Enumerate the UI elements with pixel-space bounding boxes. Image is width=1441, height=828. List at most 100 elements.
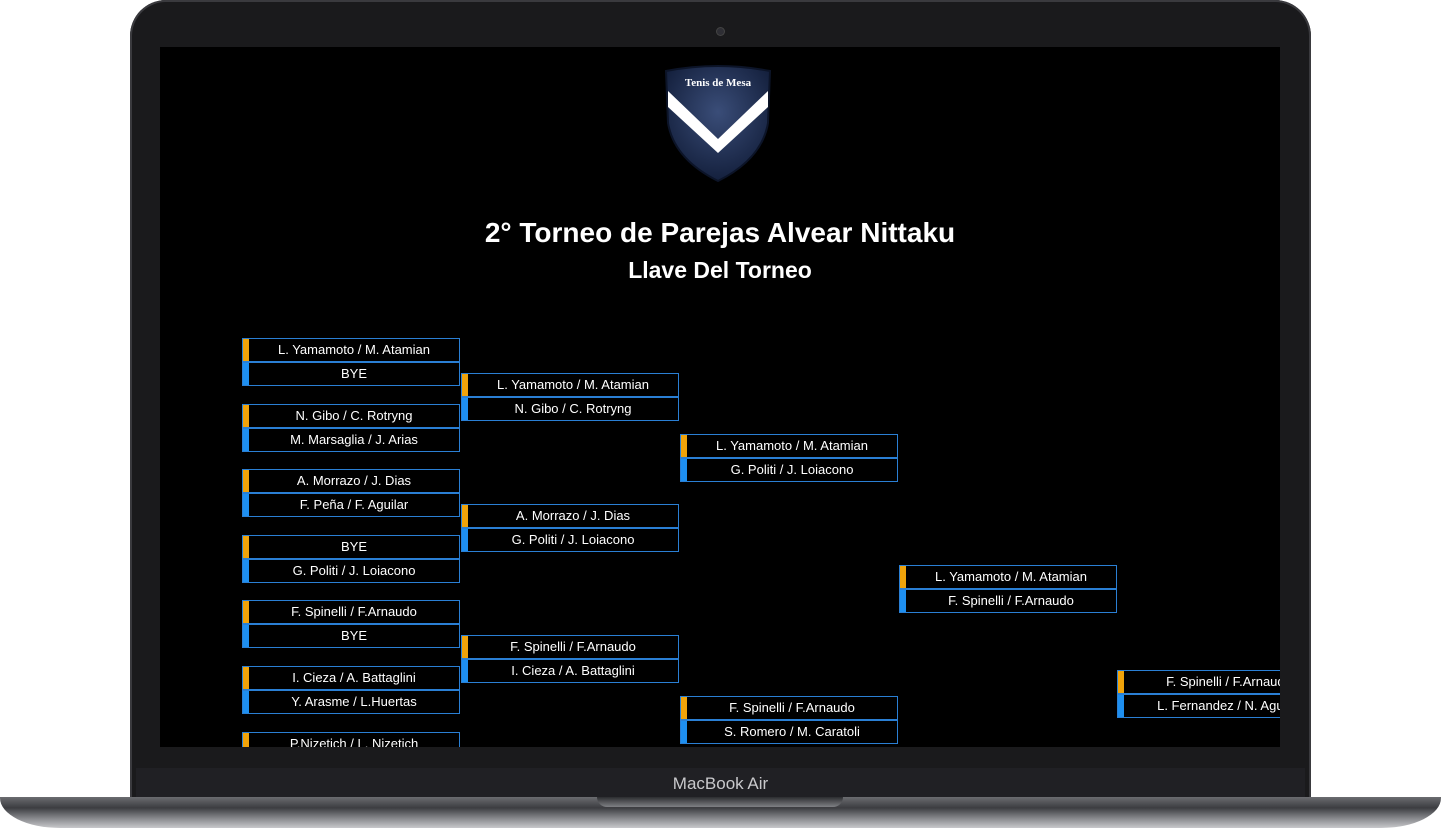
team-slot[interactable]: Y. Arasme / L.Huertas	[242, 690, 460, 714]
match-r1-6[interactable]: I. Cieza / A. Battaglini Y. Arasme / L.H…	[242, 666, 460, 714]
team-slot[interactable]: F. Spinelli / F.Arnaudo	[242, 600, 460, 624]
seed-marker	[243, 625, 249, 647]
match-r2-1[interactable]: L. Yamamoto / M. Atamian N. Gibo / C. Ro…	[461, 373, 679, 421]
seed-marker	[1118, 671, 1124, 693]
team-name: G. Politi / J. Loiacono	[511, 532, 635, 547]
team-name: I. Cieza / A. Battaglini	[292, 670, 416, 685]
team-slot[interactable]: F. Spinelli / F.Arnaudo	[1117, 670, 1280, 694]
laptop-notch	[597, 797, 843, 807]
seed-marker	[243, 363, 249, 385]
seed-marker	[681, 721, 687, 743]
team-name: L. Yamamoto / M. Atamian	[497, 377, 649, 392]
team-slot[interactable]: S. Romero / M. Caratoli	[680, 720, 898, 744]
seed-marker	[462, 660, 468, 682]
seed-marker	[462, 505, 468, 527]
camera-icon	[717, 28, 724, 35]
seed-marker	[900, 566, 906, 588]
seed-marker	[243, 691, 249, 713]
match-r1-1[interactable]: L. Yamamoto / M. Atamian BYE	[242, 338, 460, 386]
team-name: A. Morrazo / J. Dias	[515, 508, 631, 523]
team-slot[interactable]: P.Nizetich / L. Nizetich	[242, 732, 460, 747]
team-name: P.Nizetich / L. Nizetich	[289, 736, 419, 747]
team-name: F. Spinelli / F.Arnaudo	[729, 700, 855, 715]
seed-marker	[681, 697, 687, 719]
team-slot[interactable]: BYE	[242, 535, 460, 559]
team-slot[interactable]: A. Morrazo / J. Dias	[242, 469, 460, 493]
seed-marker	[243, 667, 249, 689]
club-shield-logo: Tenis de Mesa	[664, 65, 772, 183]
team-slot[interactable]: F. Spinelli / F.Arnaudo	[899, 589, 1117, 613]
seed-marker	[243, 494, 249, 516]
team-slot[interactable]: G. Politi / J. Loiacono	[242, 559, 460, 583]
team-slot[interactable]: G. Politi / J. Loiacono	[461, 528, 679, 552]
team-name: F. Peña / F. Aguilar	[299, 497, 409, 512]
team-slot[interactable]: G. Politi / J. Loiacono	[680, 458, 898, 482]
team-name: L. Yamamoto / M. Atamian	[716, 438, 868, 453]
match-r1-4[interactable]: BYE G. Politi / J. Loiacono	[242, 535, 460, 583]
team-slot[interactable]: BYE	[242, 624, 460, 648]
team-name: F. Spinelli / F.Arnaudo	[948, 593, 1074, 608]
team-name: M. Marsaglia / J. Arias	[290, 432, 418, 447]
seed-marker	[681, 435, 687, 457]
page-subtitle: Llave Del Torneo	[628, 257, 812, 283]
seed-marker	[243, 470, 249, 492]
team-slot[interactable]: BYE	[242, 362, 460, 386]
seed-marker	[462, 398, 468, 420]
team-slot[interactable]: L. Yamamoto / M. Atamian	[461, 373, 679, 397]
team-slot[interactable]: N. Gibo / C. Rotryng	[461, 397, 679, 421]
team-slot[interactable]: L. Yamamoto / M. Atamian	[242, 338, 460, 362]
logo-text: Tenis de Mesa	[685, 77, 752, 89]
team-slot[interactable]: L. Fernandez / N. Aguilar	[1117, 694, 1280, 718]
seed-marker	[681, 459, 687, 481]
seed-marker	[243, 429, 249, 451]
match-r1-5[interactable]: F. Spinelli / F.Arnaudo BYE	[242, 600, 460, 648]
match-r2-2[interactable]: A. Morrazo / J. Dias G. Politi / J. Loia…	[461, 504, 679, 552]
team-slot[interactable]: M. Marsaglia / J. Arias	[242, 428, 460, 452]
team-name: L. Fernandez / N. Aguilar	[1157, 698, 1280, 713]
team-name: N. Gibo / C. Rotryng	[514, 401, 632, 416]
match-r1-7[interactable]: P.Nizetich / L. Nizetich	[242, 732, 460, 747]
seed-marker	[243, 405, 249, 427]
team-name: L. Yamamoto / M. Atamian	[935, 569, 1087, 584]
team-slot[interactable]: F. Peña / F. Aguilar	[242, 493, 460, 517]
match-r3-1[interactable]: L. Yamamoto / M. Atamian G. Politi / J. …	[680, 434, 898, 482]
team-slot[interactable]: N. Gibo / C. Rotryng	[242, 404, 460, 428]
team-name: G. Politi / J. Loiacono	[292, 563, 416, 578]
team-name: BYE	[340, 539, 367, 554]
team-name: F. Spinelli / F.Arnaudo	[1166, 674, 1280, 689]
screen: Tenis de Mesa 2° Torneo de Parejas Alvea…	[160, 47, 1280, 747]
team-slot[interactable]: F. Spinelli / F.Arnaudo	[461, 635, 679, 659]
team-slot[interactable]: F. Spinelli / F.Arnaudo	[680, 696, 898, 720]
team-name: BYE	[340, 628, 367, 643]
team-name: N. Gibo / C. Rotryng	[295, 408, 413, 423]
seed-marker	[900, 590, 906, 612]
team-name: L. Yamamoto / M. Atamian	[278, 342, 430, 357]
team-slot[interactable]: I. Cieza / A. Battaglini	[461, 659, 679, 683]
seed-marker	[243, 601, 249, 623]
team-name: I. Cieza / A. Battaglini	[511, 663, 635, 678]
seed-marker	[243, 733, 249, 747]
team-name: S. Romero / M. Caratoli	[724, 724, 860, 739]
match-r1-2[interactable]: N. Gibo / C. Rotryng M. Marsaglia / J. A…	[242, 404, 460, 452]
team-name: F. Spinelli / F.Arnaudo	[510, 639, 636, 654]
team-name: F. Spinelli / F.Arnaudo	[291, 604, 417, 619]
team-slot[interactable]: L. Yamamoto / M. Atamian	[680, 434, 898, 458]
match-r1-3[interactable]: A. Morrazo / J. Dias F. Peña / F. Aguila…	[242, 469, 460, 517]
page-title: 2° Torneo de Parejas Alvear Nittaku	[484, 217, 956, 248]
device-label: MacBook Air	[672, 774, 769, 793]
match-r5-1[interactable]: F. Spinelli / F.Arnaudo L. Fernandez / N…	[1117, 670, 1280, 718]
seed-marker	[243, 536, 249, 558]
laptop-chin: MacBook Air	[136, 768, 1305, 800]
team-name: G. Politi / J. Loiacono	[730, 462, 854, 477]
match-r4-1[interactable]: L. Yamamoto / M. Atamian F. Spinelli / F…	[899, 565, 1117, 613]
seed-marker	[462, 529, 468, 551]
seed-marker	[243, 560, 249, 582]
seed-marker	[1118, 695, 1124, 717]
team-name: Y. Arasme / L.Huertas	[291, 694, 417, 709]
match-r3-2[interactable]: F. Spinelli / F.Arnaudo S. Romero / M. C…	[680, 696, 898, 744]
team-name: BYE	[340, 366, 367, 381]
match-r2-3[interactable]: F. Spinelli / F.Arnaudo I. Cieza / A. Ba…	[461, 635, 679, 683]
team-slot[interactable]: I. Cieza / A. Battaglini	[242, 666, 460, 690]
team-slot[interactable]: A. Morrazo / J. Dias	[461, 504, 679, 528]
team-slot[interactable]: L. Yamamoto / M. Atamian	[899, 565, 1117, 589]
